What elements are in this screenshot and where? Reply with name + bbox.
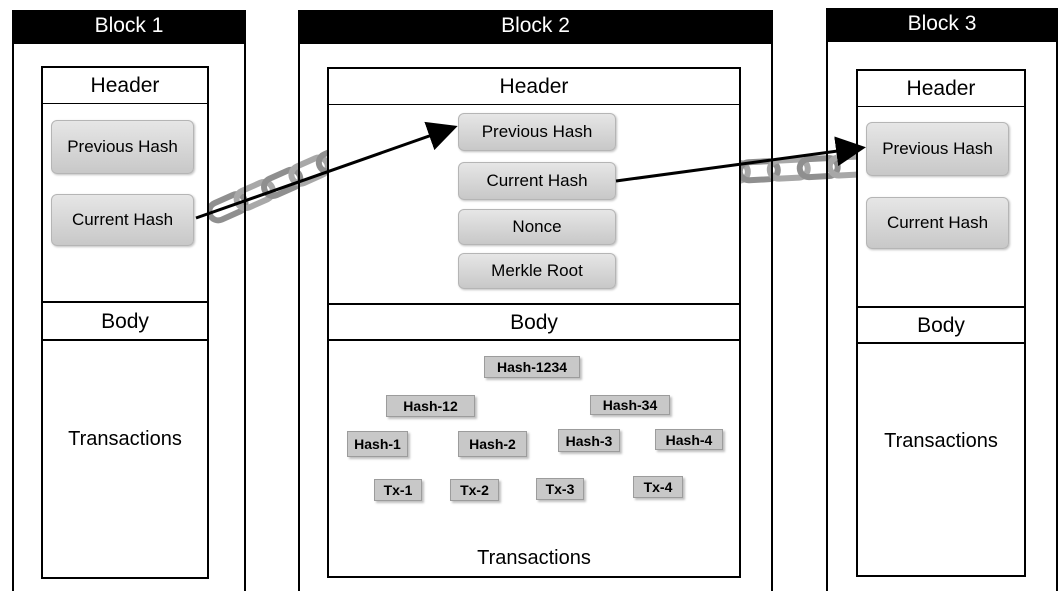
merkle-node-hash-2: Hash-2 <box>458 431 527 457</box>
block-2-merkle-root: Merkle Root <box>458 253 616 289</box>
block-3-divider <box>856 306 1026 308</box>
merkle-node-hash-1: Hash-1 <box>347 431 408 457</box>
block-2-divider <box>327 303 741 305</box>
merkle-leaf-tx-2: Tx-2 <box>450 479 499 501</box>
block-1-divider <box>41 301 209 303</box>
block-1-header-label: Header <box>43 68 207 104</box>
block-1-title: Block 1 <box>12 10 246 44</box>
block-2-previous-hash: Previous Hash <box>458 113 616 151</box>
block-1-frame <box>12 44 246 591</box>
block-2-body-label: Body <box>329 305 739 341</box>
block-2-transactions: Transactions <box>477 547 591 569</box>
merkle-node-hash-1234: Hash-1234 <box>484 356 580 378</box>
merkle-node-hash-4: Hash-4 <box>655 429 723 450</box>
merkle-leaf-tx-3: Tx-3 <box>536 478 584 500</box>
block-3-header-label: Header <box>858 71 1024 107</box>
block-1-body-label: Body <box>43 303 207 341</box>
block-1-current-hash: Current Hash <box>51 194 194 246</box>
merkle-node-hash-34: Hash-34 <box>590 395 670 415</box>
block-3-previous-hash: Previous Hash <box>866 122 1009 176</box>
merkle-node-hash-12: Hash-12 <box>386 395 475 417</box>
block-3-title: Block 3 <box>826 8 1058 42</box>
merkle-node-hash-3: Hash-3 <box>558 429 620 452</box>
block-3-transactions: Transactions <box>884 430 998 452</box>
merkle-leaf-tx-4: Tx-4 <box>633 476 683 498</box>
block-2-frame <box>298 44 773 591</box>
merkle-leaf-tx-1: Tx-1 <box>374 479 422 501</box>
block-2-title: Block 2 <box>298 10 773 44</box>
block-2-current-hash: Current Hash <box>458 162 616 200</box>
block-1-previous-hash: Previous Hash <box>51 120 194 174</box>
block-2-header-label: Header <box>329 69 739 105</box>
block-3-body-label: Body <box>858 308 1024 344</box>
block-3-current-hash: Current Hash <box>866 197 1009 249</box>
block-1-transactions: Transactions <box>68 428 182 450</box>
block-2-nonce: Nonce <box>458 209 616 245</box>
block-3-frame <box>826 42 1058 591</box>
